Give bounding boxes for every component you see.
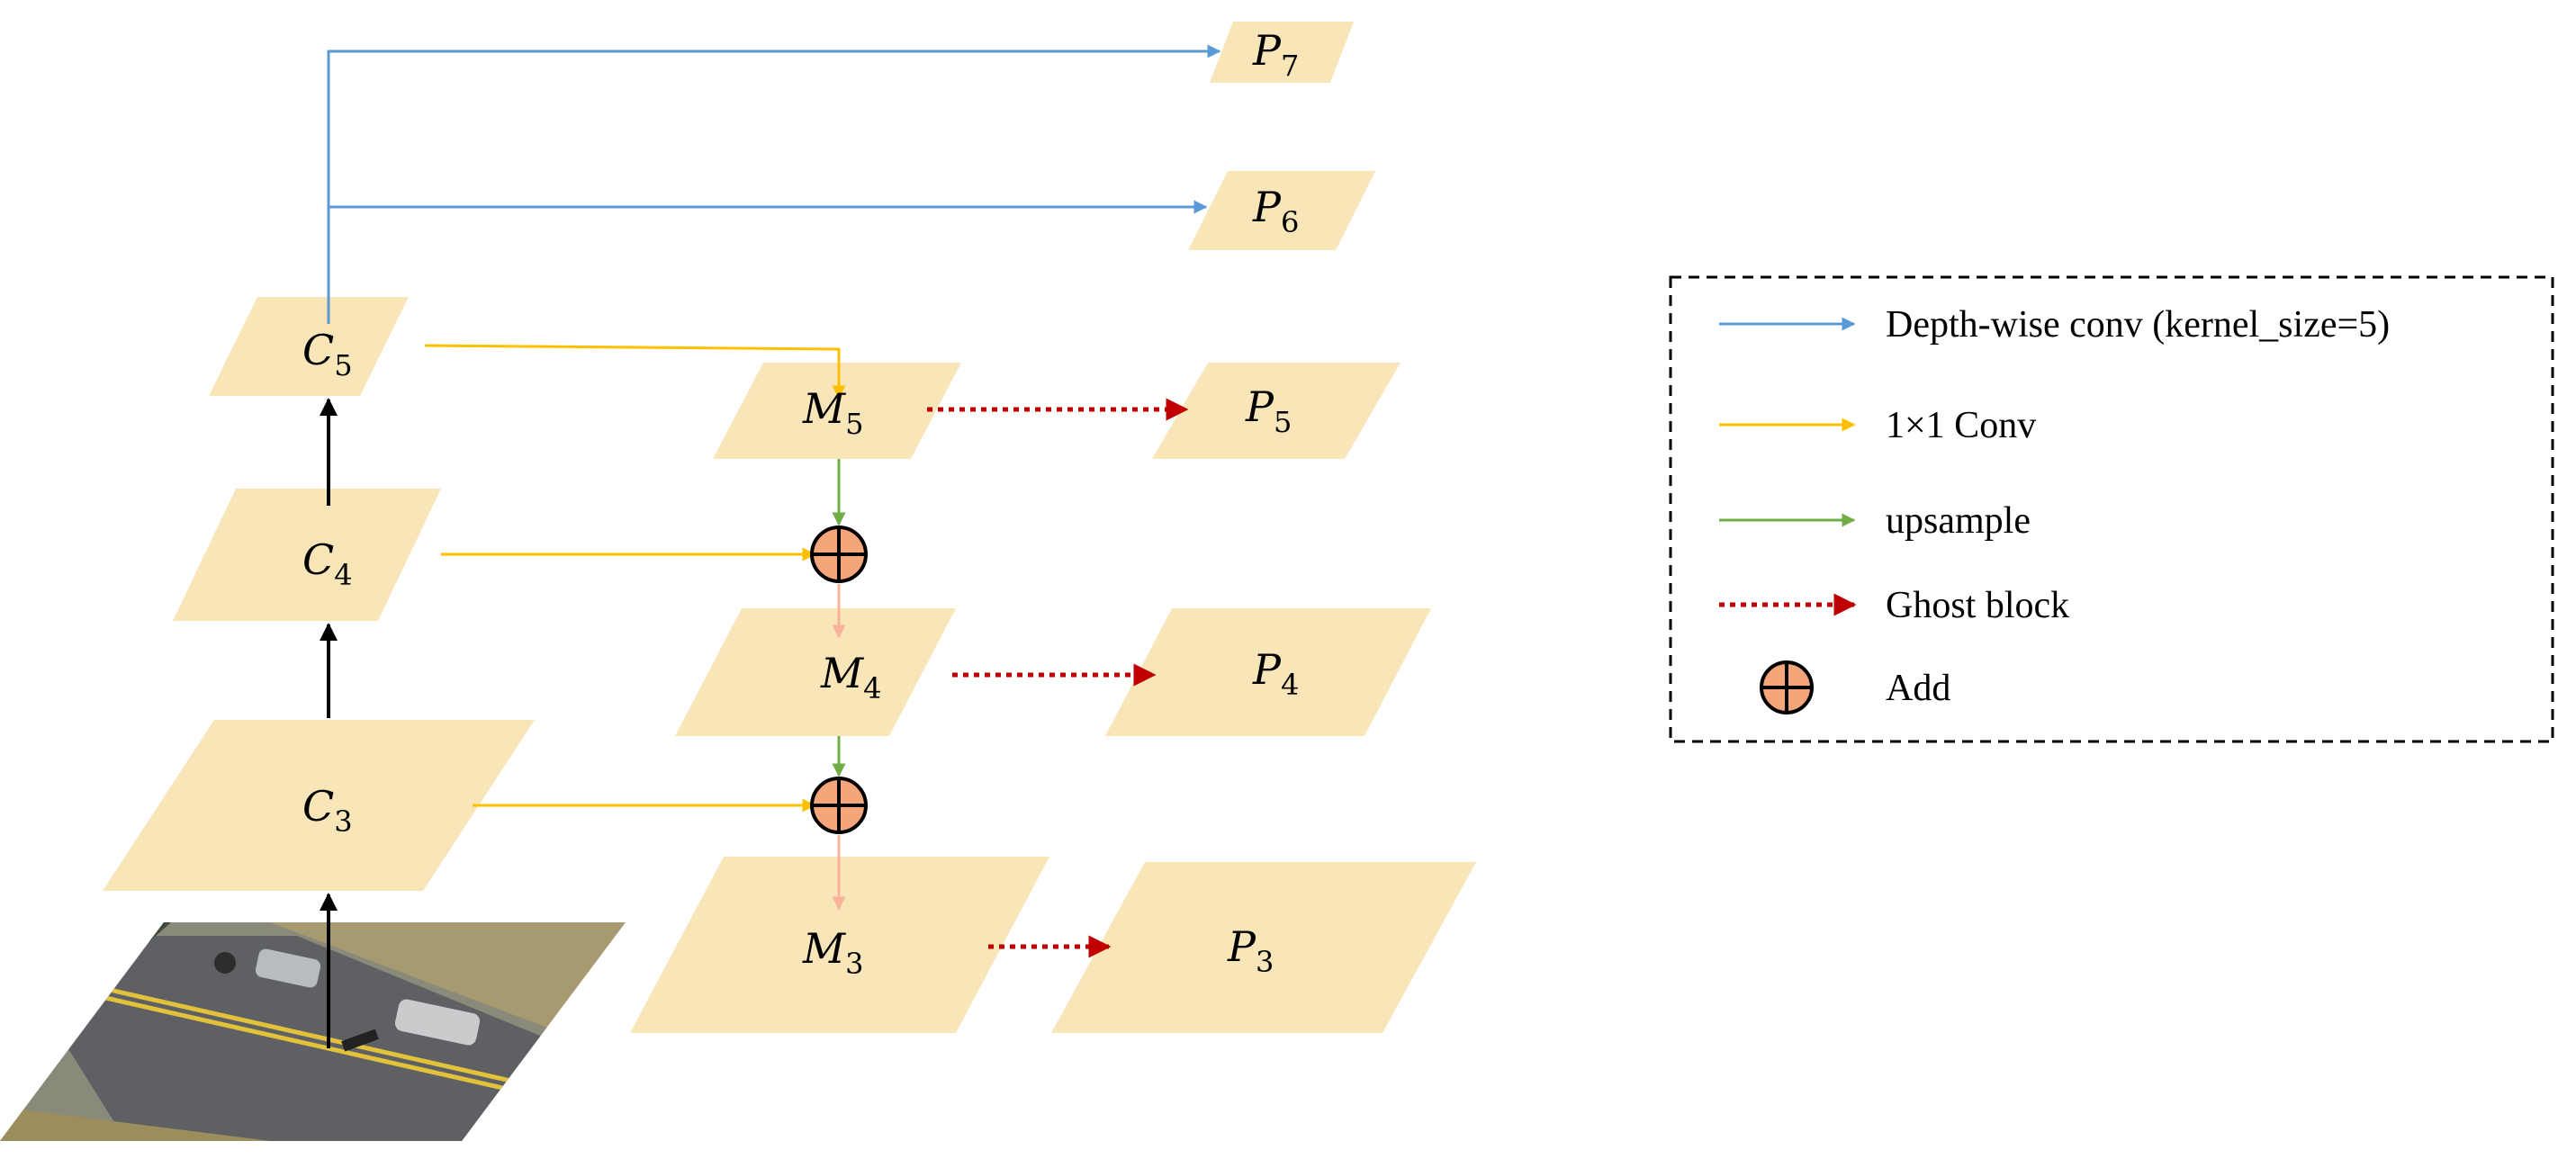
legend-conv1x1-label: 1×1 Conv xyxy=(1886,405,2036,446)
label-c4: C4 xyxy=(302,535,353,592)
label-m3: M3 xyxy=(802,924,863,981)
plane-m4 xyxy=(675,608,956,736)
depthwise-arrows xyxy=(327,44,1221,324)
plane-p7 xyxy=(1210,22,1354,83)
legend-depthwise-label: Depth-wise conv (kernel_size=5) xyxy=(1886,304,2390,346)
plane-p6 xyxy=(1188,171,1375,250)
conv1x1-arrows xyxy=(424,344,846,813)
plane-m5 xyxy=(713,363,961,459)
add-node-3 xyxy=(810,777,868,834)
label-m5: M5 xyxy=(802,384,863,441)
plane-p4 xyxy=(1105,608,1431,736)
plane-c5 xyxy=(209,297,409,396)
label-m4: M4 xyxy=(820,649,881,705)
legend-box xyxy=(1669,275,2554,743)
ghost-arrows xyxy=(927,398,1189,958)
arrow-c5-to-p7 xyxy=(327,44,1221,324)
legend-ghost-label: Ghost block xyxy=(1886,585,2069,626)
legend: Depth-wise conv (kernel_size=5) 1×1 Conv… xyxy=(1669,275,2554,743)
plane-p3 xyxy=(1051,862,1476,1033)
plane-p5 xyxy=(1152,363,1401,459)
legend-add-label: Add xyxy=(1886,668,1950,709)
label-p5: P5 xyxy=(1245,382,1292,439)
label-c3: C3 xyxy=(302,782,353,839)
plane-c4 xyxy=(173,489,441,621)
legend-add-icon xyxy=(1760,660,1814,714)
arrow-c5-to-m5 xyxy=(424,344,846,400)
plane-c3 xyxy=(103,720,535,891)
label-c5: C5 xyxy=(302,326,353,382)
label-p7: P7 xyxy=(1252,26,1299,83)
label-p6: P6 xyxy=(1252,183,1299,239)
aerial-road-image xyxy=(0,922,626,1141)
plane-m3 xyxy=(630,857,1049,1033)
legend-upsample-label: upsample xyxy=(1886,500,2031,542)
label-p3: P3 xyxy=(1227,922,1274,979)
label-p4: P4 xyxy=(1252,645,1299,702)
add-node-4 xyxy=(810,526,868,583)
